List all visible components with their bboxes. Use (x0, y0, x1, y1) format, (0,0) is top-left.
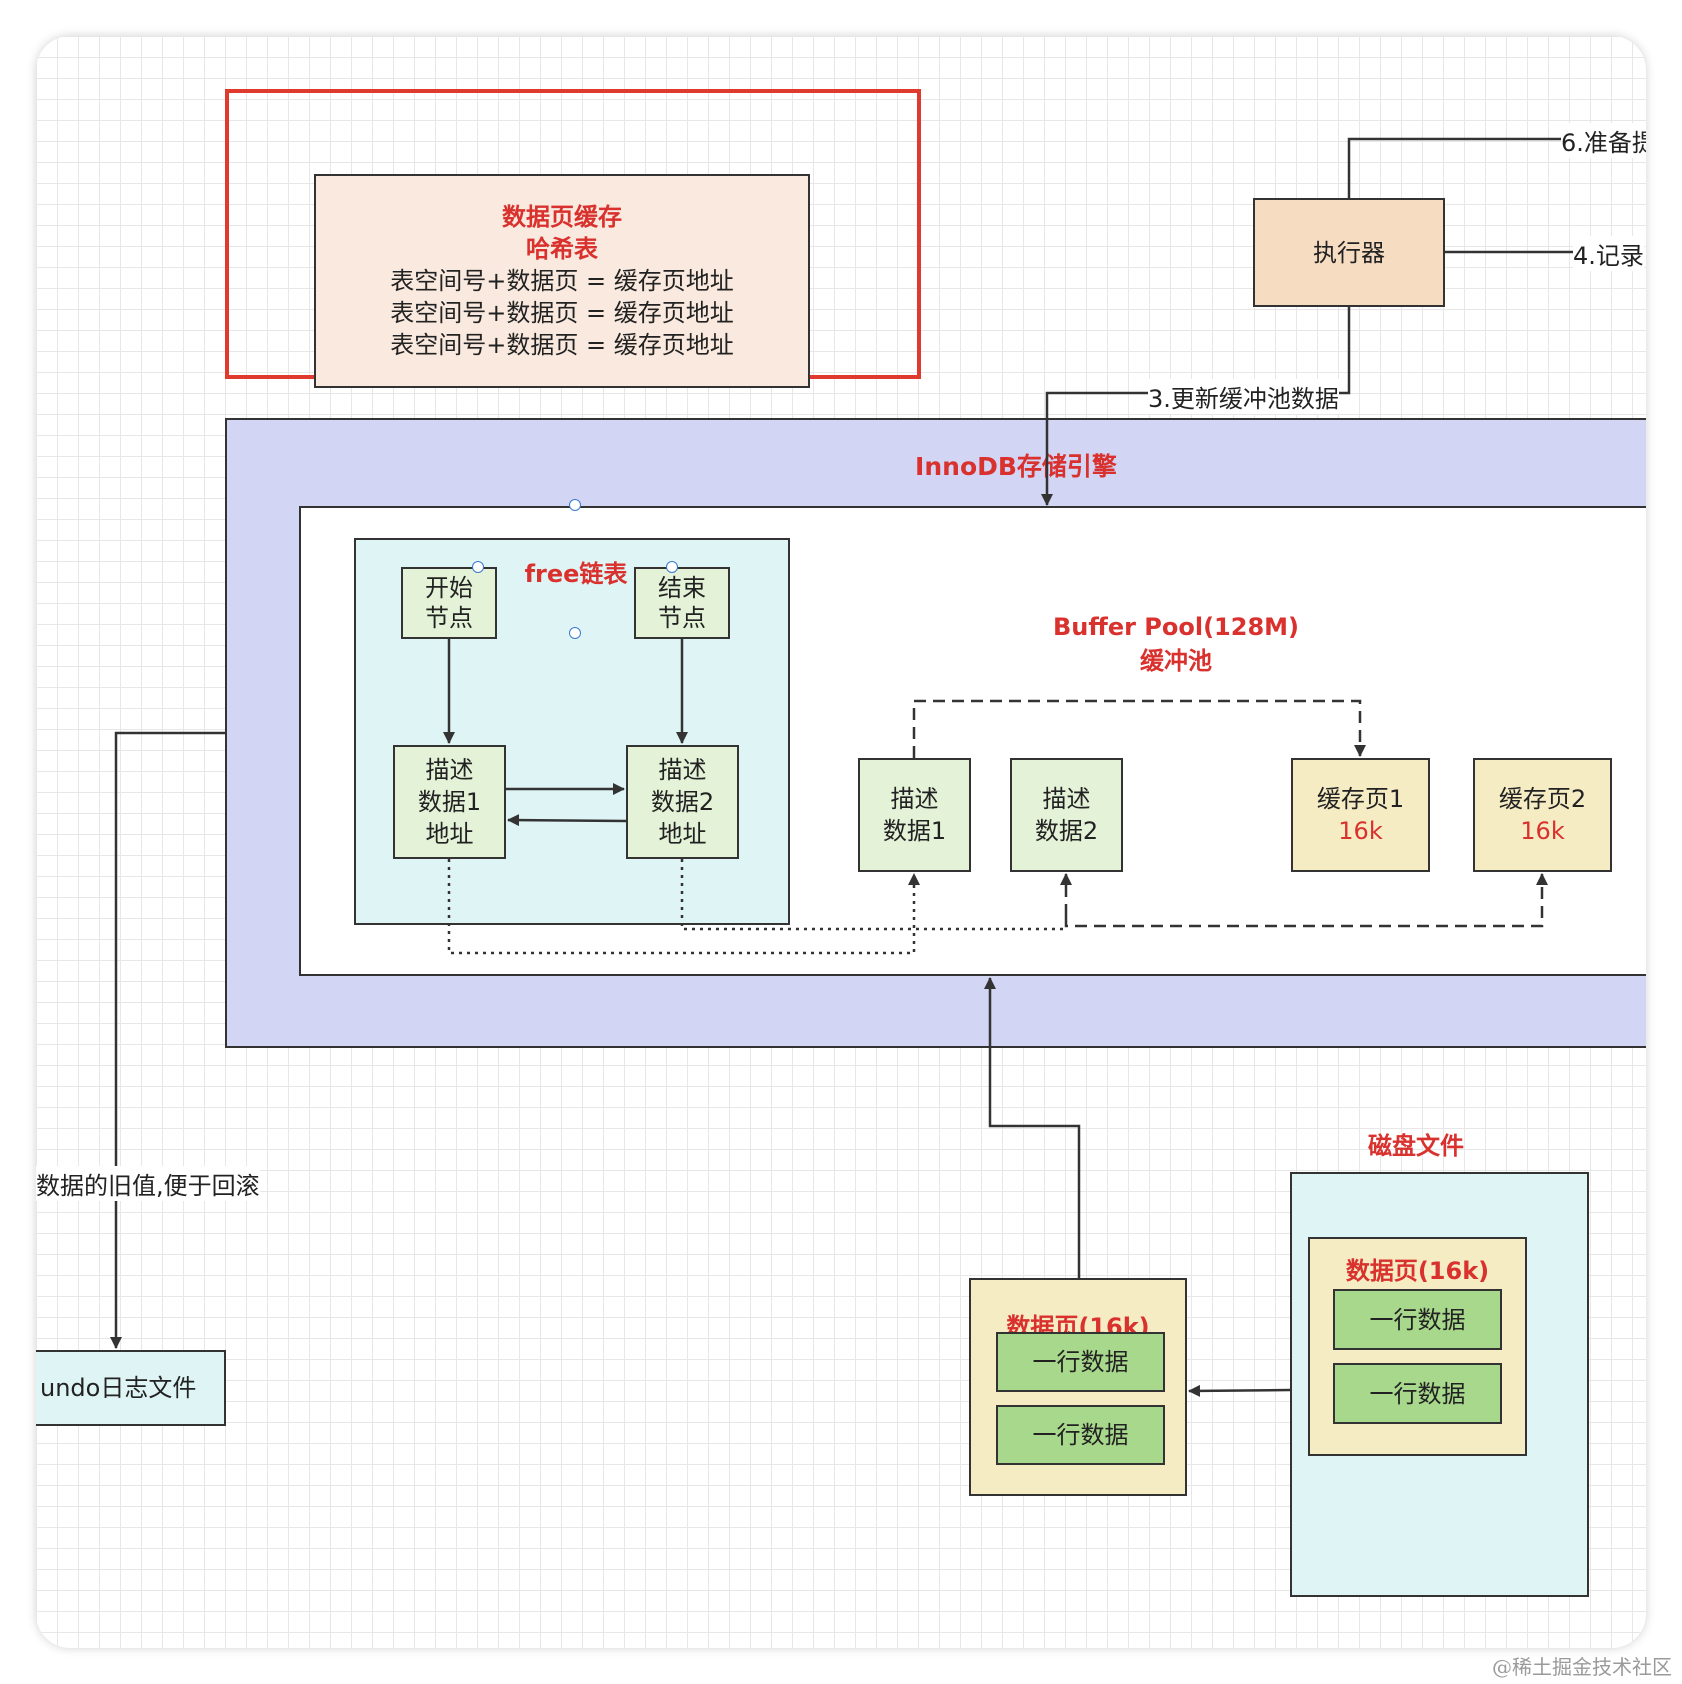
node-label: 数据1 (882, 817, 947, 845)
hash-table-row: 表空间号+数据页 = 缓存页地址 (390, 331, 734, 359)
edge-desc2-to-desc1 (507, 814, 627, 827)
node-label: 节点 (658, 604, 706, 632)
selection-handle[interactable] (569, 499, 581, 511)
node-label: 描述 (1042, 785, 1091, 813)
undo-log-label: undo日志文件 (40, 1374, 197, 1402)
data-row-label: 一行数据 (1369, 1379, 1466, 1408)
node-label: 数据2 (650, 788, 715, 816)
edge-dotted-desc2 (680, 859, 1066, 931)
buffer-desc-block-2[interactable]: 描述 数据2 (1010, 758, 1123, 872)
cache-page-1[interactable]: 缓存页1 16k (1291, 758, 1430, 872)
edge-step6 (1347, 137, 1566, 198)
disk-file-title: 磁盘文件 (1368, 1132, 1464, 1160)
edge-label-step4: 4.记录 (1573, 236, 1644, 271)
edge-dotted-desc1 (447, 859, 920, 955)
cache-page-2[interactable]: 缓存页2 16k (1473, 758, 1612, 872)
node-label: 结束 (658, 574, 706, 602)
cache-page-name: 缓存页2 (1498, 785, 1587, 813)
data-row[interactable]: 一行数据 (996, 1405, 1165, 1465)
watermark-text: @稀土掘金技术社区 (1492, 1655, 1672, 1679)
hash-table-row: 表空间号+数据页 = 缓存页地址 (390, 267, 734, 295)
edge-desc1-to-cache1 (912, 699, 1366, 758)
data-row-label: 一行数据 (1032, 1348, 1129, 1376)
node-label: 数据2 (1034, 817, 1099, 845)
free-list-end-node[interactable]: 结束 节点 (634, 567, 730, 639)
hash-table-subtitle: 哈希表 (526, 235, 598, 263)
diagram-canvas: 数据页缓存 哈希表 表空间号+数据页 = 缓存页地址 表空间号+数据页 = 缓存… (36, 36, 1646, 1648)
free-list-title: free链表 (524, 560, 628, 588)
node-label: 描述 (658, 756, 707, 784)
hash-table-row: 表空间号+数据页 = 缓存页地址 (390, 299, 734, 327)
hash-table-box[interactable]: 数据页缓存 哈希表 表空间号+数据页 = 缓存页地址 表空间号+数据页 = 缓存… (314, 174, 810, 388)
selection-handle[interactable] (666, 561, 678, 573)
free-list-start-node[interactable]: 开始 节点 (401, 567, 497, 639)
edge-datapage-to-innodb (984, 977, 1081, 1278)
undo-log-file-box[interactable]: undo日志文件 (36, 1350, 226, 1426)
buffer-desc-block-1[interactable]: 描述 数据1 (858, 758, 971, 872)
edge-label-step3: 3.更新缓冲池数据 (1148, 379, 1339, 414)
disk-data-page-title: 数据页(16k) (1345, 1257, 1490, 1285)
hash-table-title: 数据页缓存 (502, 203, 622, 231)
cache-page-size: 16k (1338, 817, 1383, 845)
node-label: 开始 (425, 574, 473, 602)
free-list-desc-node-2[interactable]: 描述 数据2 地址 (626, 745, 739, 859)
node-label: 描述 (425, 756, 474, 784)
data-row[interactable]: 一行数据 (1333, 1363, 1502, 1424)
node-label: 数据1 (417, 788, 482, 816)
connector-layer (110, 137, 1576, 1397)
data-row[interactable]: 一行数据 (996, 1332, 1165, 1392)
node-label: 地址 (425, 820, 474, 848)
edge-label-step6: 6.准备提 (1561, 123, 1646, 158)
edge-label-undo: 数据的旧值,便于回滚 (36, 1166, 260, 1201)
edge-dashed-bottom (1064, 873, 1548, 928)
cache-page-size: 16k (1520, 817, 1565, 845)
free-list-desc-node-1[interactable]: 描述 数据1 地址 (393, 745, 506, 859)
data-row-label: 一行数据 (1032, 1421, 1129, 1449)
data-row-label: 一行数据 (1369, 1305, 1466, 1334)
executor-label: 执行器 (1313, 238, 1385, 267)
data-row[interactable]: 一行数据 (1333, 1289, 1502, 1350)
node-label: 地址 (658, 820, 707, 848)
node-label: 节点 (425, 604, 473, 632)
buffer-pool-title: Buffer Pool(128M) 缓冲池 (1036, 610, 1316, 678)
executor-box[interactable]: 执行器 (1253, 198, 1445, 307)
cache-page-name: 缓存页1 (1316, 785, 1405, 813)
node-label: 描述 (890, 785, 939, 813)
selection-handle[interactable] (472, 561, 484, 573)
edge-disk-to-memory (1188, 1384, 1291, 1397)
selection-handle[interactable] (569, 627, 581, 639)
buffer-pool-title-line: 缓冲池 (1140, 647, 1212, 675)
buffer-pool-title-line: Buffer Pool(128M) (1053, 613, 1299, 641)
edge-undo (110, 731, 225, 1349)
innodb-engine-title: InnoDB存储引擎 (915, 452, 1117, 481)
